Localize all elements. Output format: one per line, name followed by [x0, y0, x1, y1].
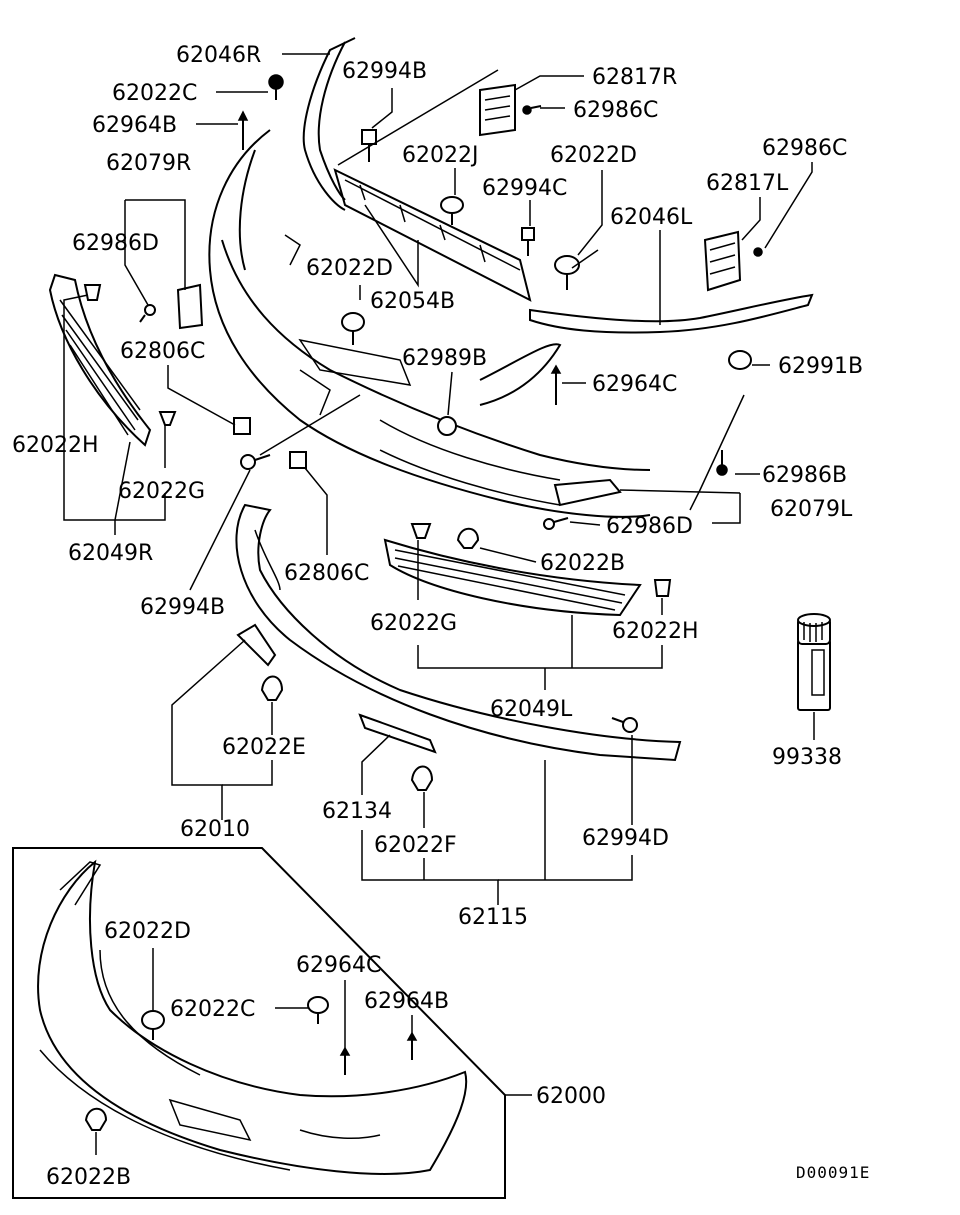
label-62986D-left: 62986D [72, 231, 159, 256]
label-62994B-mid: 62994B [140, 595, 225, 620]
label-62022H-left: 62022H [12, 433, 99, 458]
fastener-62022E [260, 675, 284, 701]
upper-reinforcement-62054B [333, 168, 532, 302]
fastener-62986D-left [139, 304, 156, 323]
fastener-62022F [410, 765, 434, 791]
fastener-62022C-box [307, 996, 329, 1024]
fastener-62989B [437, 416, 457, 436]
label-62022H-right: 62022H [612, 619, 699, 644]
label-62022B-box: 62022B [46, 1165, 131, 1190]
label-62022C-box: 62022C [170, 997, 255, 1022]
bracket-62079R [176, 283, 204, 330]
label-62994D: 62994D [582, 826, 669, 851]
label-62079R: 62079R [106, 151, 191, 176]
label-62046R: 62046R [176, 43, 261, 68]
label-62134: 62134 [322, 799, 392, 824]
fastener-62994C [521, 227, 535, 256]
fastener-62806C-mid [289, 451, 307, 469]
fastener-62806C-left [233, 417, 251, 435]
fastener-62991B [728, 350, 752, 370]
bracket-62010 [236, 623, 277, 667]
bracket-62817R [479, 83, 516, 137]
fastener-62022J [440, 196, 464, 225]
bracket-62134 [358, 713, 437, 754]
touch-up-paint-99338 [797, 613, 831, 711]
label-62986D-mid: 62986D [606, 514, 693, 539]
label-62115: 62115 [458, 905, 528, 930]
fastener-62986C-right [753, 247, 763, 257]
label-62022D-mid: 62022D [306, 256, 393, 281]
lower-spoiler-62115 [235, 503, 682, 762]
fastener-62964C-box [339, 1046, 351, 1075]
label-62964B-box: 62964B [364, 989, 449, 1014]
bracket-62817L [703, 230, 742, 292]
fastener-62964B-box [406, 1031, 418, 1060]
fastener-62964C-mid [550, 364, 562, 405]
fastener-62022B-box [84, 1107, 108, 1131]
label-62964B-top: 62964B [92, 113, 177, 138]
label-62022F: 62022F [374, 833, 457, 858]
label-62049L: 62049L [490, 697, 573, 722]
label-62991B: 62991B [778, 354, 863, 379]
label-62022C-top: 62022C [112, 81, 197, 106]
fastener-62986D-mid [543, 517, 569, 530]
fastener-62994B-mid [240, 454, 271, 470]
label-62000: 62000 [536, 1084, 606, 1109]
label-62989B: 62989B [402, 346, 487, 371]
label-62994B-top: 62994B [342, 59, 427, 84]
fastener-62022D-top [554, 255, 580, 290]
label-99338: 99338 [772, 745, 842, 770]
fastener-62022B-mid [456, 527, 480, 549]
label-62964C-box: 62964C [296, 953, 381, 978]
fastener-62986C-top [522, 105, 542, 115]
label-62022B-mid: 62022B [540, 551, 625, 576]
diagram-code: D00091E [796, 1163, 870, 1182]
bumper-cover-outline [208, 129, 651, 518]
label-62022G-mid: 62022G [370, 611, 457, 636]
label-62986C-right: 62986C [762, 136, 847, 161]
label-62054B: 62054B [370, 289, 455, 314]
fastener-62022G-mid [410, 523, 432, 539]
label-62994C: 62994C [482, 176, 567, 201]
label-62817R: 62817R [592, 65, 677, 90]
fastener-62022H-left [83, 284, 102, 301]
fastener-62022H-right [653, 579, 672, 597]
fastener-62022D-box [141, 1010, 165, 1040]
label-62049R: 62049R [68, 541, 153, 566]
label-62986B: 62986B [762, 463, 847, 488]
fastener-62022G-left [158, 411, 177, 426]
label-62079L: 62079L [770, 497, 853, 522]
grille-62049L [383, 538, 642, 617]
label-62046L: 62046L [610, 205, 693, 230]
label-62022D-top: 62022D [550, 143, 637, 168]
fastener-62994D [611, 717, 638, 733]
side-strip-62046L [529, 293, 814, 334]
fastener-62022D-mid [341, 312, 365, 345]
leader-lines [63, 53, 815, 1155]
bracket-62079L [553, 478, 622, 507]
assembly-inset-box [12, 847, 506, 1199]
label-62022D-box: 62022D [104, 919, 191, 944]
side-strip-62046R [302, 37, 356, 211]
fastener-62022C-top [268, 74, 284, 100]
label-62806C-mid: 62806C [284, 561, 369, 586]
label-62022G-left: 62022G [118, 479, 205, 504]
label-62964C-mid: 62964C [592, 372, 677, 397]
part-labels: 62046R 62022C 62964B 62079R 62986D 62994… [12, 43, 870, 1190]
label-62806C-left: 62806C [120, 339, 205, 364]
label-62010: 62010 [180, 817, 250, 842]
label-62022J: 62022J [402, 143, 478, 168]
fastener-62986B [716, 450, 728, 476]
label-62022E: 62022E [222, 735, 306, 760]
label-62986C-top: 62986C [573, 98, 658, 123]
fastener-62964B-top [237, 110, 249, 150]
label-62817L: 62817L [706, 171, 789, 196]
